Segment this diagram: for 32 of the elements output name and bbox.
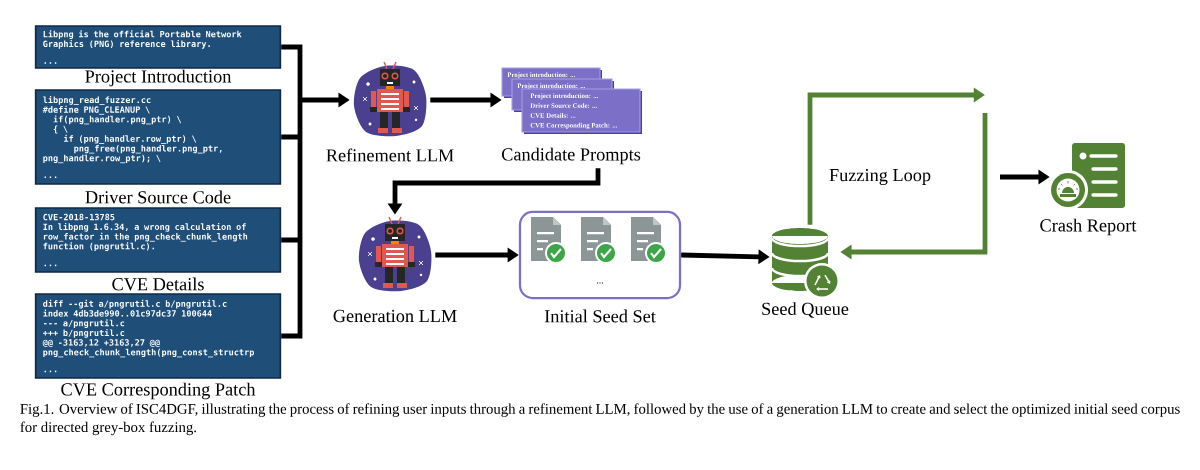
- node-label: png_free(png_handler.png_ptr,: [74, 144, 222, 154]
- loop-label: Fuzzing Loop: [829, 169, 931, 186]
- node-label: Candidate Prompts: [501, 147, 641, 165]
- node-label: libpng_read_fuzzer.cc: [43, 95, 151, 105]
- node-label: ...: [44, 176, 57, 179]
- node-label: --- a/pngrutil.c: [43, 319, 125, 328]
- node-label: +++ b/pngrutil.c: [42, 328, 125, 338]
- node-label: CVE Details: [112, 277, 204, 291]
- node-label: CVE Corresponding Patch: [61, 382, 256, 400]
- node-label: Refinement LLM: [326, 148, 454, 162]
- node-label: #define PNG_CLEANUP \: [42, 105, 150, 115]
- code-box: Libpng is the official Portable Network Graphics (PNG) reference library. ...: [34, 25, 282, 69]
- node-label: Initial Seed Set: [544, 309, 656, 323]
- code-box: diff --git a/pngrutil.c b/pngrutil.c index 4db3de990..01c97dc37 100644 --- a/pngrutil.c +++ b/pngrutil.c @@ -3163,12 +3163,27 @@ png_check_chunk_length(png_const_structrp ...: [34, 293, 282, 379]
- node-label: png_handler.row_ptr); \: [43, 154, 161, 164]
- code-box: libpng_read_fuzzer.cc #define PNG_CLEANUP \ if(png_handler.png_ptr) \ { \ if (png_handler.row_ptr) \ png_free(png_handler.png_ptr, png_handler.row_ptr); \ ...: [34, 89, 282, 185]
- node-label: if (png_handler.row_ptr) \: [63, 134, 197, 144]
- node-label: Crash Report: [1040, 218, 1137, 236]
- node-label: if(png_handler.png_ptr) \: [53, 115, 182, 125]
- node-label: Generation LLM: [333, 309, 457, 323]
- node-label: ...: [44, 370, 57, 373]
- node-label: Seed Queue: [762, 302, 849, 318]
- node-label: Driver Source Code: [85, 190, 231, 204]
- node-label: @@ -3163,12 +3163,27 @@: [42, 339, 160, 347]
- code-box: CVE-2018-13785 In libpng 1.6.34, a wrong calculation of row_factor in the png_check_chunk_length function (pngrutil.c). ...: [34, 207, 282, 273]
- node-label: index 4db3de990..01c97dc37 100644: [43, 309, 212, 317]
- figure-caption: Fig.1. Overview of ISC4DGF, illustrating the process of refining user inputs through a refinement LLM, followed by the use of a generation LLM to create and select the optimized initial seed corpus for directed grey-box fuzzing.: [20, 403, 1180, 436]
- ellipsis-text: ...: [596, 282, 604, 284]
- node-label: Project Introduction: [85, 69, 232, 87]
- node-label: png_check_chunk_length(png_const_structrp: [43, 348, 255, 358]
- node-label: diff --git a/pngrutil.c b/pngrutil.c: [43, 299, 227, 309]
- node-label: { \: [53, 125, 68, 134]
